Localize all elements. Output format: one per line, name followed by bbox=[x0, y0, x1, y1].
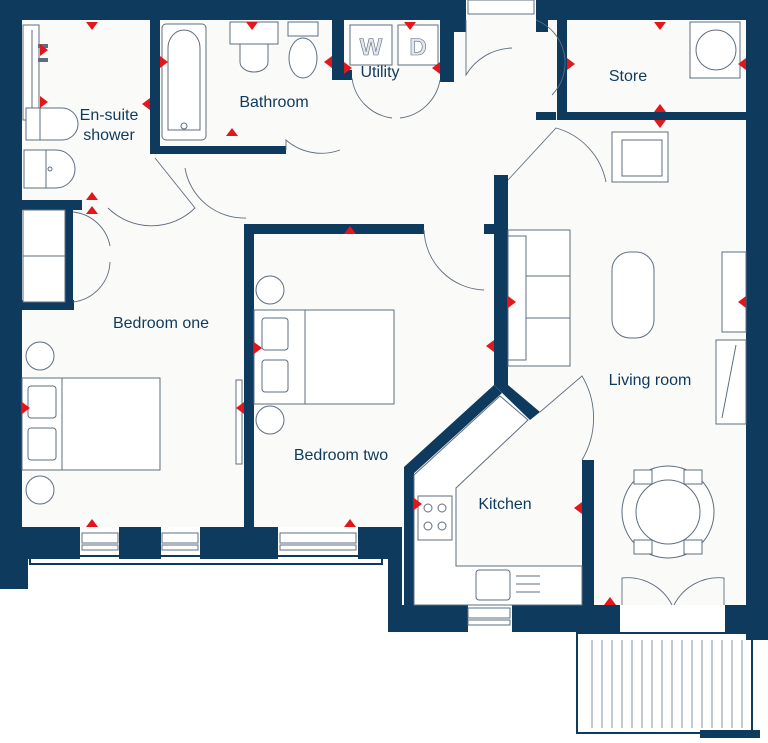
room-label-bathroom: Bathroom bbox=[239, 94, 309, 111]
walls bbox=[0, 0, 768, 640]
bathroom-fixtures bbox=[161, 21, 319, 141]
windows bbox=[81, 0, 535, 626]
door-swings bbox=[72, 19, 725, 606]
ensuite-fixtures bbox=[22, 24, 79, 189]
dining-table bbox=[621, 465, 715, 559]
room-label-kitchen: Kitchen bbox=[478, 496, 532, 513]
utility-appliances bbox=[349, 24, 439, 66]
room-label-living-room: Living room bbox=[608, 372, 692, 389]
room-label-bedroom-two: Bedroom two bbox=[293, 447, 389, 464]
dryer-label: D bbox=[409, 34, 426, 61]
room-label-bedroom-one: Bedroom one bbox=[112, 315, 210, 332]
room-label-store: Store bbox=[608, 68, 648, 85]
dimension-markers bbox=[22, 22, 746, 605]
bedroom-one-fixtures bbox=[21, 209, 161, 505]
store-fixture bbox=[689, 21, 741, 79]
kitchen-fixtures bbox=[413, 395, 583, 606]
shower-head-icon bbox=[38, 44, 48, 62]
washer-label: W bbox=[360, 34, 383, 61]
bedroom-two-fixtures bbox=[253, 275, 395, 435]
room-label-ensuite: En-suite shower bbox=[79, 107, 139, 144]
room-label-utility: Utility bbox=[360, 64, 400, 81]
balcony bbox=[576, 632, 760, 738]
